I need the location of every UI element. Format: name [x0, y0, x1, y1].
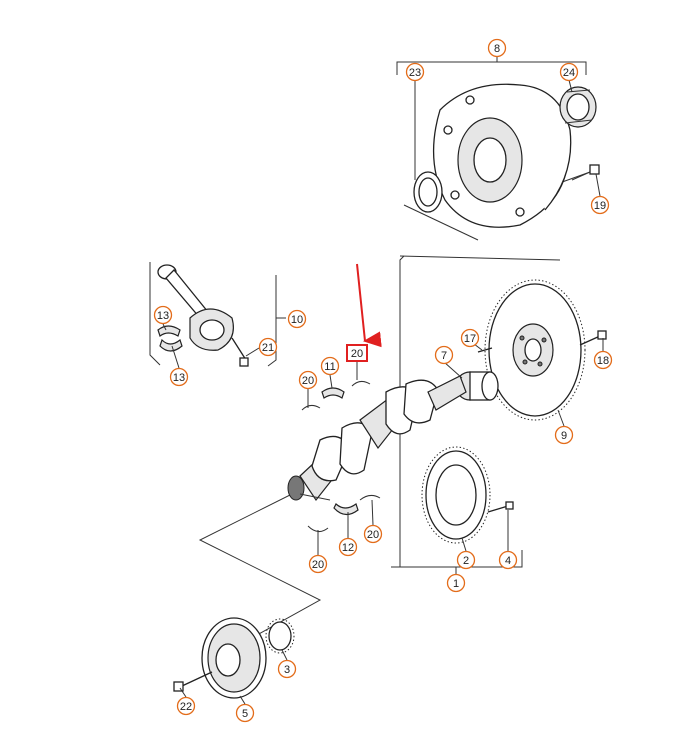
svg-text:17: 17	[464, 333, 476, 345]
callout-4: 4	[498, 550, 518, 570]
rod-bearing-shells	[157, 325, 183, 352]
highlighted-callout-20[interactable]: 20	[346, 344, 368, 362]
svg-text:24: 24	[563, 67, 575, 79]
callout-19: 19	[590, 195, 610, 215]
svg-text:19: 19	[594, 200, 606, 212]
callout-10: 10	[287, 309, 307, 329]
connecting-rod	[157, 264, 234, 351]
seal-ring	[413, 171, 443, 213]
svg-text:13: 13	[173, 372, 185, 384]
main-bearing-shells	[321, 387, 359, 516]
callout-22: 22	[176, 696, 196, 716]
svg-text:7: 7	[441, 350, 447, 362]
callout-5: 5	[235, 703, 255, 723]
svg-text:20: 20	[351, 348, 363, 360]
svg-text:9: 9	[561, 430, 567, 442]
svg-text:20: 20	[302, 375, 314, 387]
bolt-22	[173, 671, 213, 692]
svg-text:11: 11	[324, 361, 335, 373]
callout-11: 11	[320, 356, 340, 376]
bolt-19	[571, 164, 600, 181]
svg-text:2: 2	[463, 555, 469, 567]
crankshaft-sprocket	[265, 618, 295, 654]
svg-text:1: 1	[453, 578, 459, 590]
svg-text:8: 8	[494, 43, 500, 55]
callout-23: 23	[405, 62, 425, 82]
callout-12: 12	[338, 537, 358, 557]
highlight-arrow	[356, 263, 382, 348]
callout-9: 9	[554, 425, 574, 445]
flange-housing	[432, 83, 572, 228]
bearing-bush	[559, 86, 597, 128]
callout-13-top: 13	[153, 305, 173, 325]
svg-text:23: 23	[409, 67, 421, 79]
flywheel	[484, 279, 586, 421]
svg-text:22: 22	[180, 701, 192, 713]
svg-text:4: 4	[505, 555, 511, 567]
callout-20-left: 20	[298, 370, 318, 390]
svg-text:21: 21	[262, 342, 274, 354]
leader-lines	[162, 79, 604, 705]
svg-text:20: 20	[312, 559, 324, 571]
callout-13-bottom: 13	[169, 367, 189, 387]
svg-text:20: 20	[367, 529, 379, 541]
callout-8: 8	[487, 38, 507, 58]
callout-24: 24	[559, 62, 579, 82]
sender-wheel	[421, 446, 491, 544]
callout-20-bottom: 20	[308, 554, 328, 574]
rod-bolt-21	[231, 337, 249, 367]
svg-text:12: 12	[342, 542, 354, 554]
svg-text:18: 18	[597, 355, 609, 367]
callout-18: 18	[593, 350, 613, 370]
callout-7: 7	[434, 345, 454, 365]
callout-20-right: 20	[363, 524, 383, 544]
callout-1: 1	[446, 573, 466, 593]
crankshaft	[287, 375, 467, 502]
bolt-4	[487, 501, 514, 513]
callout-21: 21	[258, 337, 278, 357]
callout-2: 2	[456, 550, 476, 570]
bolt-18	[579, 330, 607, 346]
svg-text:10: 10	[291, 314, 303, 326]
svg-text:5: 5	[242, 708, 248, 720]
svg-text:13: 13	[157, 310, 169, 322]
vibration-damper	[201, 617, 267, 699]
callout-3: 3	[277, 659, 297, 679]
callout-17: 17	[460, 328, 480, 348]
svg-text:3: 3	[284, 664, 290, 676]
dowel-17	[477, 347, 493, 353]
